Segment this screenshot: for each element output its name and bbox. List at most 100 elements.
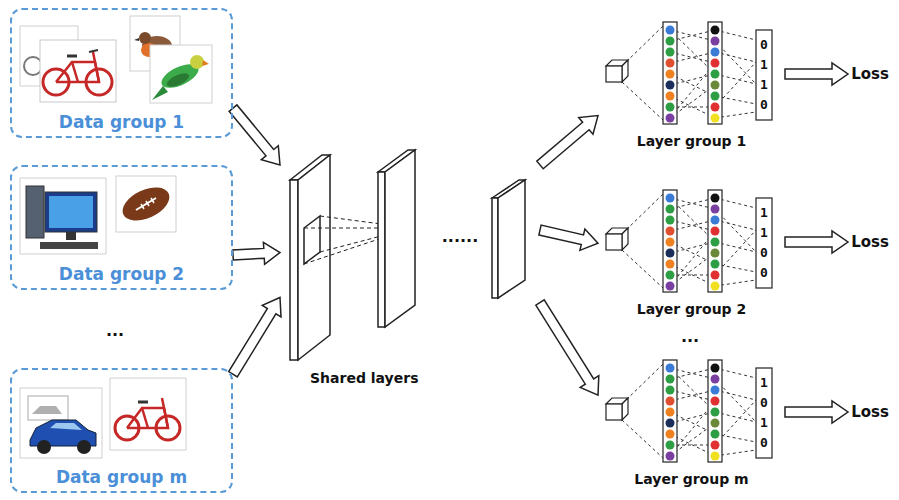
output-digit: 0 (760, 37, 768, 52)
football-photo (146, 201, 149, 206)
data-group-box: Data group m (10, 368, 233, 493)
flow-arrow (785, 63, 848, 85)
bird-photo (134, 38, 139, 41)
computer-photo (45, 192, 97, 232)
shared-layers-drawing (492, 198, 498, 298)
bird-photo (190, 55, 204, 69)
shared-layers-drawing (304, 216, 320, 264)
car-photo (50, 423, 82, 430)
car-photo (28, 396, 68, 420)
car-photo (37, 440, 51, 454)
bicycle-photo (162, 398, 168, 428)
output-digit: 0 (760, 395, 768, 410)
node-text: Shared layers (310, 370, 418, 386)
output-digit: 1 (760, 375, 768, 390)
football-photo (136, 198, 156, 210)
shared-layers-drawing (290, 180, 298, 360)
node-text: Data group m (56, 467, 187, 487)
computer-photo (26, 186, 44, 238)
ellipsis-mark: ...... (442, 227, 478, 246)
football-photo (141, 204, 144, 209)
output-digit: 1 (760, 57, 768, 72)
node-text: Loss (851, 65, 889, 83)
flow-arrow (229, 105, 280, 165)
flow-arrow (536, 300, 599, 395)
output-digit: 0 (760, 97, 768, 112)
flow-arrow (785, 231, 848, 253)
bicycle-photo (24, 57, 42, 75)
football-photo (117, 181, 174, 228)
bicycle-photo (138, 401, 148, 404)
network-drawing (606, 22, 772, 124)
bicycle-photo (142, 408, 148, 428)
shared-layers-drawing (290, 150, 525, 360)
bicycle-photo (40, 40, 116, 102)
node-text: Data group 1 (59, 112, 184, 132)
computer-photo (66, 232, 76, 240)
bicycle-photo (127, 408, 168, 428)
layer-group-block: Layer group 1 (598, 22, 785, 152)
car-photo (32, 406, 62, 414)
bicycle-photo (89, 50, 98, 52)
node-text: Layer group 1 (637, 133, 746, 149)
node-text: Data group 2 (59, 264, 184, 284)
football-photo (116, 176, 176, 232)
computer-photo (20, 178, 106, 254)
football-photo (116, 176, 176, 232)
bird-photo (139, 32, 151, 44)
output-digit: 1 (760, 205, 768, 220)
shared-layers-drawing (385, 150, 415, 327)
bird-photo (150, 45, 212, 103)
output-digit: 1 (760, 77, 768, 92)
computer-photo (49, 196, 93, 228)
bicycle-photo (110, 378, 186, 450)
computer-photo (20, 178, 106, 254)
output-digit: 1 (760, 415, 768, 430)
bicycle-photo (67, 55, 77, 58)
shared-layers-drawing (498, 180, 525, 298)
bird-photo (152, 86, 168, 100)
car-photo (77, 440, 91, 454)
ellipsis-mark: ... (106, 321, 124, 340)
layer-group-block: Layer group m (598, 360, 785, 490)
bird-photo (130, 16, 212, 103)
shared-layers-drawing (378, 172, 385, 327)
output-digit: 1 (760, 225, 768, 240)
computer-photo (40, 242, 98, 249)
flow-arrow (537, 116, 598, 169)
shared-layers-drawing (298, 155, 330, 360)
flow-arrow (233, 242, 280, 264)
bird-photo (165, 70, 191, 89)
bicycle-photo (110, 378, 186, 450)
node-text: Layer group 2 (637, 301, 746, 317)
bicycle-photo (72, 62, 78, 82)
loss-output: Loss (848, 231, 892, 253)
node-text: Loss (851, 403, 889, 421)
network-drawing (606, 190, 772, 292)
layer-group-block: Layer group 2 (598, 190, 785, 320)
output-digit: 0 (760, 245, 768, 260)
data-group-box: Data group 1 (10, 8, 233, 138)
ellipsis-mark: ... (681, 327, 699, 346)
flow-arrow (539, 225, 598, 250)
car-photo (20, 388, 102, 458)
car-photo (20, 388, 102, 458)
bird-photo (202, 60, 209, 66)
shared-layers-block: Shared layers (280, 140, 540, 390)
data-group-box: Data group 2 (10, 165, 233, 290)
bicycle-photo (93, 52, 99, 82)
network-drawing (606, 360, 772, 462)
node-text: Layer group m (634, 471, 748, 487)
flow-arrow (785, 401, 848, 423)
bicycle-photo (20, 26, 116, 102)
bicycle-photo (56, 62, 99, 82)
football-photo (151, 198, 154, 203)
loss-output: Loss (848, 401, 892, 423)
output-digit: 0 (760, 265, 768, 280)
flow-arrow (229, 298, 281, 377)
node-text: Loss (851, 233, 889, 251)
output-digit: 0 (760, 435, 768, 450)
loss-output: Loss (848, 63, 892, 85)
